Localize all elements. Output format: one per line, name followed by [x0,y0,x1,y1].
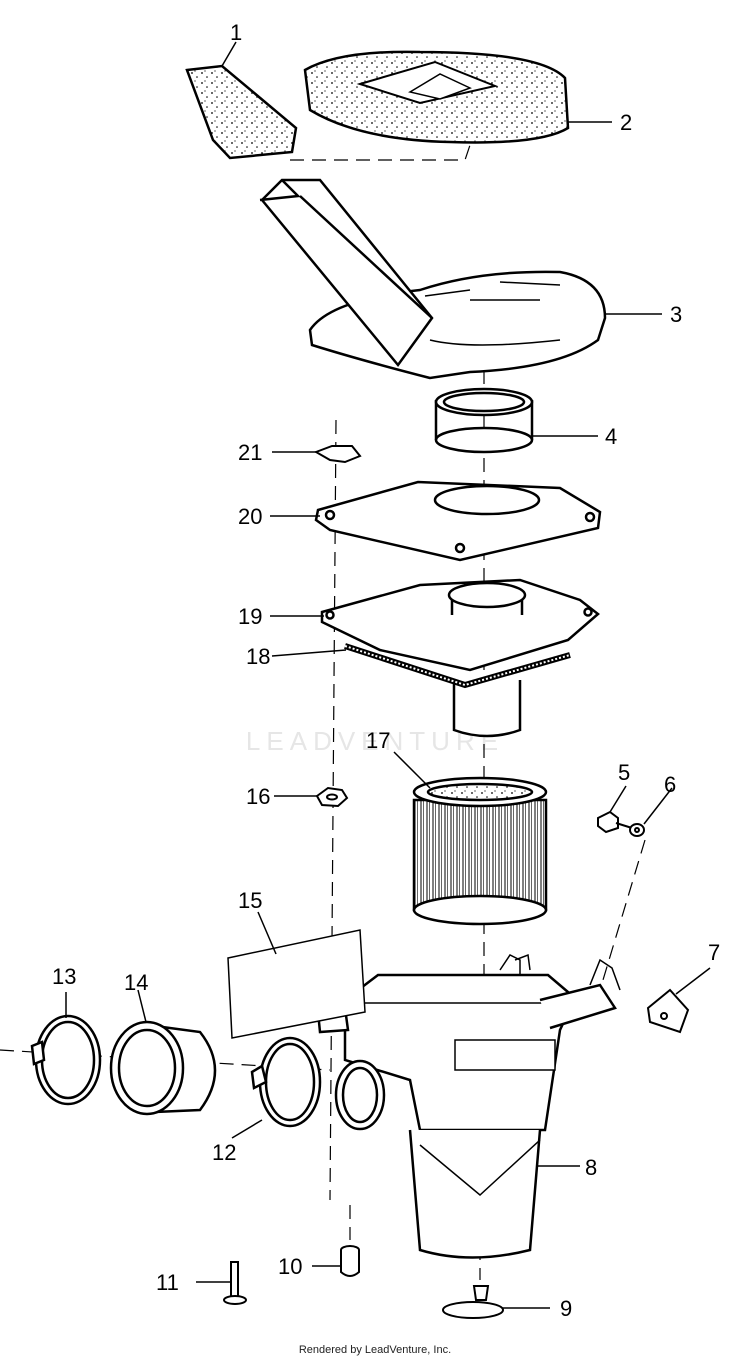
callout-15: 15 [238,888,262,913]
part-1-foam-pad [185,64,298,160]
callout-5: 5 [618,760,630,785]
part-4-adapter-boot [434,387,534,454]
callout-6: 6 [664,772,676,797]
part-3-airbox-cover [259,178,607,380]
callout-19: 19 [238,604,262,629]
callout-18: 18 [246,644,270,669]
part-17-filter-element [412,776,548,926]
callout-21: 21 [238,440,262,465]
callout-11: 11 [156,1270,179,1295]
part-20-cover-plate [314,480,602,562]
leader-lines [65,41,711,1309]
callout-3: 3 [670,302,682,327]
callout-14: 14 [124,970,148,995]
callout-17: 17 [366,728,390,753]
part-7-bracket [646,988,690,1034]
callout-4: 4 [605,424,617,449]
part-21-wing-nut [313,445,362,464]
part-13-clamp [30,1014,102,1106]
callout-7: 7 [708,940,720,965]
callout-10: 10 [278,1254,302,1279]
part-10-grommet [340,1245,360,1277]
part-19-filter-housing-lid [320,578,600,738]
part-15-decal [227,929,366,1039]
part-2-foam-seal [303,50,570,144]
callout-2: 2 [620,110,632,135]
callout-20: 20 [238,504,262,529]
callout-1: 1 [230,20,242,45]
callout-8: 8 [585,1155,597,1180]
part-18-gasket [344,643,571,689]
part-11-bolt [223,1261,247,1305]
callout-9: 9 [560,1296,572,1321]
part-6-washer [629,823,645,837]
part-16-nut [315,786,349,808]
part-9-drain-valve [442,1285,504,1319]
part-12-clamp [250,1036,322,1128]
callout-13: 13 [52,964,76,989]
footer-credit: Rendered by LeadVenture, Inc. [298,1344,452,1356]
callout-16: 16 [246,784,270,809]
callout-12: 12 [212,1140,236,1165]
part-14-boot [109,1020,217,1116]
part-5-bolt [597,810,633,834]
callout-labels: 1 2 3 4 5 6 7 8 9 10 11 12 13 14 15 16 1… [52,20,720,1321]
